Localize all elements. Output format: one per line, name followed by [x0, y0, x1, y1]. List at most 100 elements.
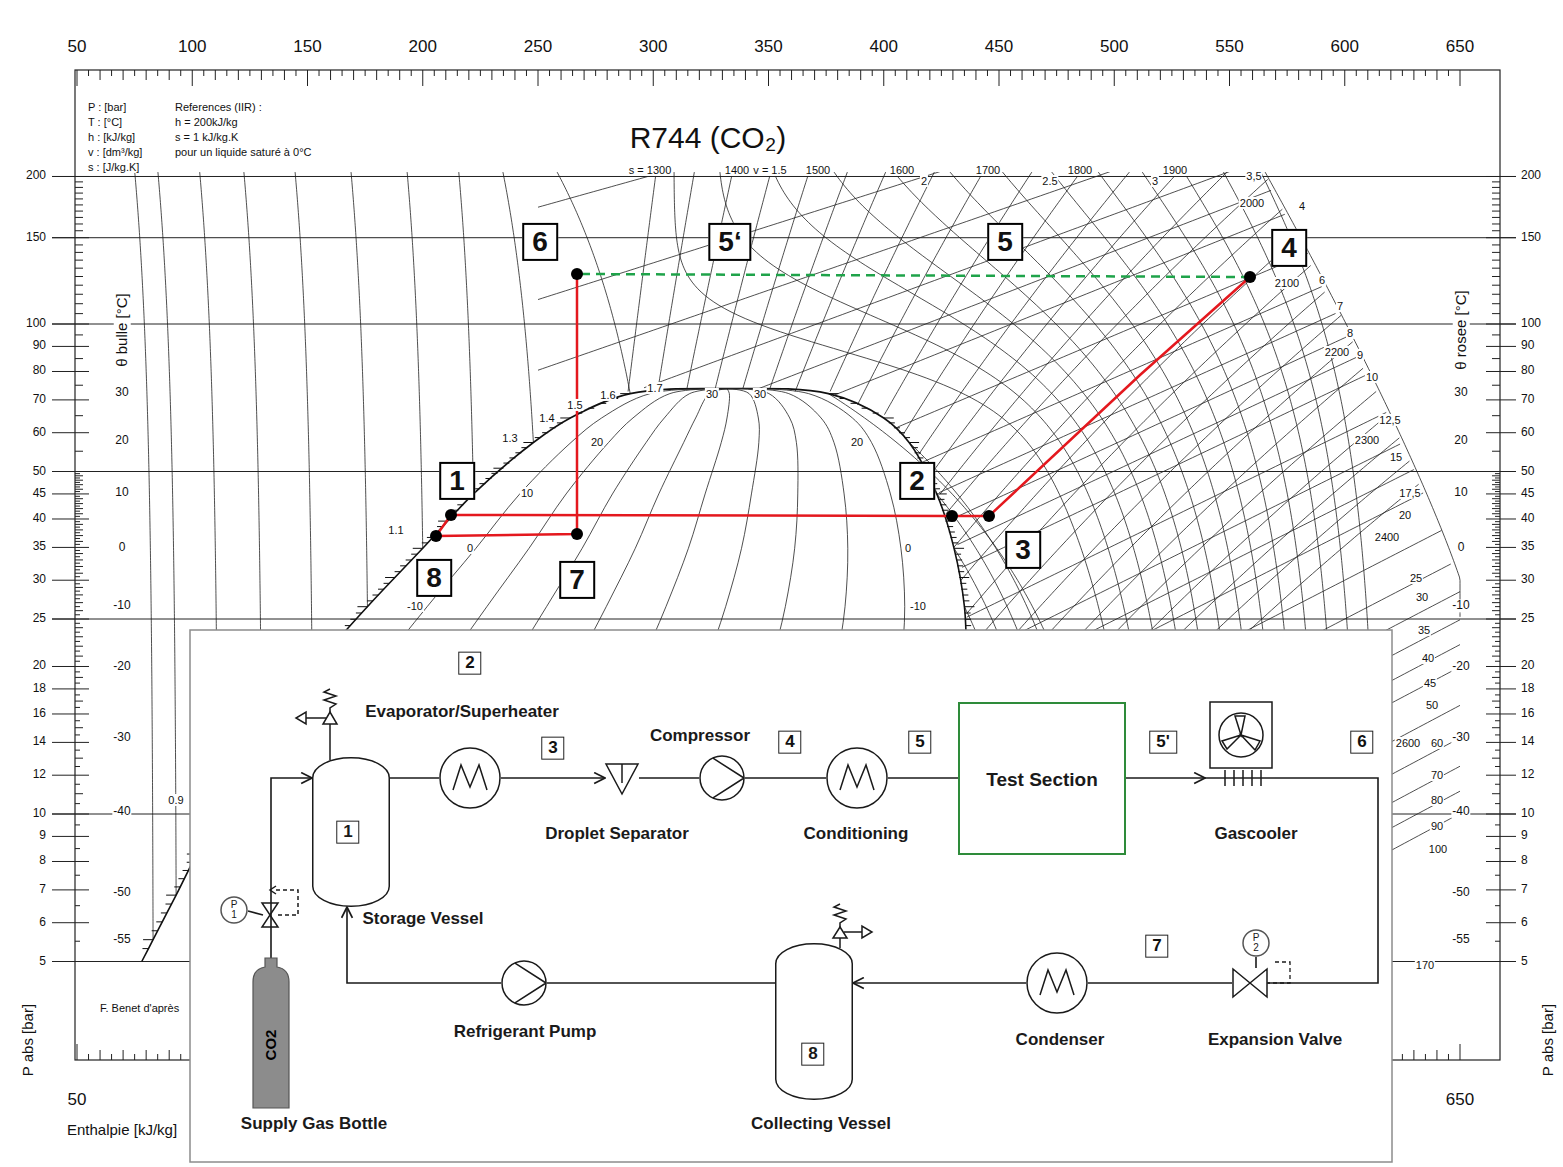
pressure-grid-line	[52, 471, 1516, 472]
state-point-number: 5‘	[708, 223, 751, 261]
symbol-part	[959, 703, 1125, 854]
property-curve	[628, 172, 657, 391]
heat-exchanger: Condenser	[1026, 952, 1088, 1014]
state-point-number: 2	[899, 462, 935, 500]
symbol-part	[253, 958, 289, 1108]
temperature-label: 0	[118, 541, 127, 554]
temperature-label: -40	[112, 805, 131, 818]
pipe-connector	[1268, 778, 1378, 983]
cycle-line	[436, 277, 1250, 536]
isentrope-label: 1800	[1067, 164, 1093, 176]
callout-number: 8	[801, 1043, 824, 1066]
state-point-number: 4	[1271, 229, 1307, 267]
axis-tick-label: 500	[1100, 38, 1128, 57]
unit-note: P : [bar]	[88, 101, 126, 113]
symbol-part	[1224, 770, 1226, 786]
symbol-part	[1233, 969, 1267, 997]
node-outline	[1232, 968, 1268, 998]
temperature-label: -55	[112, 933, 131, 946]
pressure-label: 40	[1521, 512, 1534, 525]
callout-number: 1	[336, 821, 359, 844]
liquid-volume-label: 1.1	[387, 524, 404, 536]
axis-tick-label: 600	[1331, 38, 1359, 57]
node-outline	[699, 755, 745, 801]
symbol-part	[1210, 702, 1272, 768]
isochore-label: 17,5	[1398, 487, 1421, 499]
node-outline	[775, 943, 853, 1100]
pressure-label: 16	[1521, 707, 1534, 720]
symbol-part	[1219, 713, 1263, 757]
cycle-line	[436, 274, 577, 536]
property-curve	[715, 172, 772, 388]
temperature-label: -40	[1451, 805, 1470, 818]
axis-tick-label: 200	[409, 38, 437, 57]
component-label: Test Section	[986, 770, 1098, 791]
state-point-number: 5	[987, 223, 1023, 261]
axis-title: θ bulle [°C]	[114, 291, 131, 369]
pressure-label: 16	[33, 707, 46, 720]
isochore-label: 12,5	[1378, 414, 1401, 426]
node-outline	[439, 747, 501, 809]
pressure-label: 100	[26, 317, 46, 330]
property-curve	[458, 172, 473, 494]
pressure-label: 10	[1521, 807, 1534, 820]
pressure-grid-line	[52, 324, 1516, 325]
temperature-label: 0	[1457, 541, 1466, 554]
component-label: CO2	[263, 1030, 280, 1061]
axis-title: P abs [bar]	[1540, 1002, 1557, 1078]
pressure-gauge: P 2	[1242, 929, 1270, 957]
unit-note: s : [J/kg.K]	[88, 161, 139, 173]
property-curve	[407, 172, 423, 548]
temperature-label: 10	[1453, 486, 1468, 499]
pressure-label: 25	[33, 612, 46, 625]
temperature-label: 30	[1453, 386, 1468, 399]
pressure-label: 40	[33, 512, 46, 525]
heat-exchanger: Conditioning	[826, 747, 888, 809]
pressure-label: 50	[1521, 465, 1534, 478]
isochore-label: 45	[1423, 677, 1437, 689]
liquid-volume-label: 1.7	[646, 382, 663, 394]
dome-temperature-label: 0	[466, 542, 474, 554]
callout-number: 3	[541, 737, 564, 760]
temperature-label: -10	[112, 599, 131, 612]
reference-note: References (IIR) :	[175, 101, 262, 113]
symbol-part	[221, 897, 247, 923]
isochore-label: 40	[1421, 652, 1435, 664]
isochore-label: 60	[1430, 737, 1444, 749]
axis-title: Enthalpie [kJ/kg]	[65, 1122, 179, 1139]
unit-note: T : [°C]	[88, 116, 122, 128]
pressure-label: 60	[33, 426, 46, 439]
node-outline	[501, 960, 547, 1006]
state-point-number: 6	[522, 223, 558, 261]
axis-title: θ rosee [°C]	[1453, 288, 1470, 371]
callout-number: 6	[1350, 731, 1373, 754]
gauge-label: P 2	[1252, 933, 1260, 953]
pipe-connector	[639, 777, 699, 779]
droplet-separator: Droplet Separator	[605, 763, 639, 795]
isentrope-label: 2000	[1239, 197, 1265, 209]
symbol-part	[1233, 770, 1235, 786]
pressure-label: 7	[1521, 883, 1528, 896]
property-curve	[157, 172, 176, 895]
pressure-label: 70	[1521, 393, 1534, 406]
callout-number: 4	[778, 731, 801, 754]
state-point	[983, 510, 995, 522]
property-curve	[538, 172, 953, 300]
component-label: Compressor	[650, 727, 750, 746]
dome-temperature-label: 20	[850, 436, 864, 448]
liquid-volume-label: 1.4	[538, 412, 555, 424]
collecting-vessel: 8Collecting Vessel	[775, 943, 853, 1100]
pressure-label: 18	[33, 682, 46, 695]
reference-note: h = 200kJ/kg	[175, 116, 238, 128]
property-curve	[967, 266, 1311, 614]
symbol-part	[700, 756, 744, 800]
symbol-part	[1205, 777, 1275, 779]
gascooler-symbol: Gascooler	[1205, 700, 1275, 790]
pressure-label: 7	[39, 883, 46, 896]
property-curve	[658, 172, 696, 391]
pipe-connector	[347, 907, 501, 983]
symbol-part	[515, 963, 546, 1003]
temperature-label: 20	[1453, 434, 1468, 447]
chart-title: R744 (CO₂)	[630, 121, 787, 154]
